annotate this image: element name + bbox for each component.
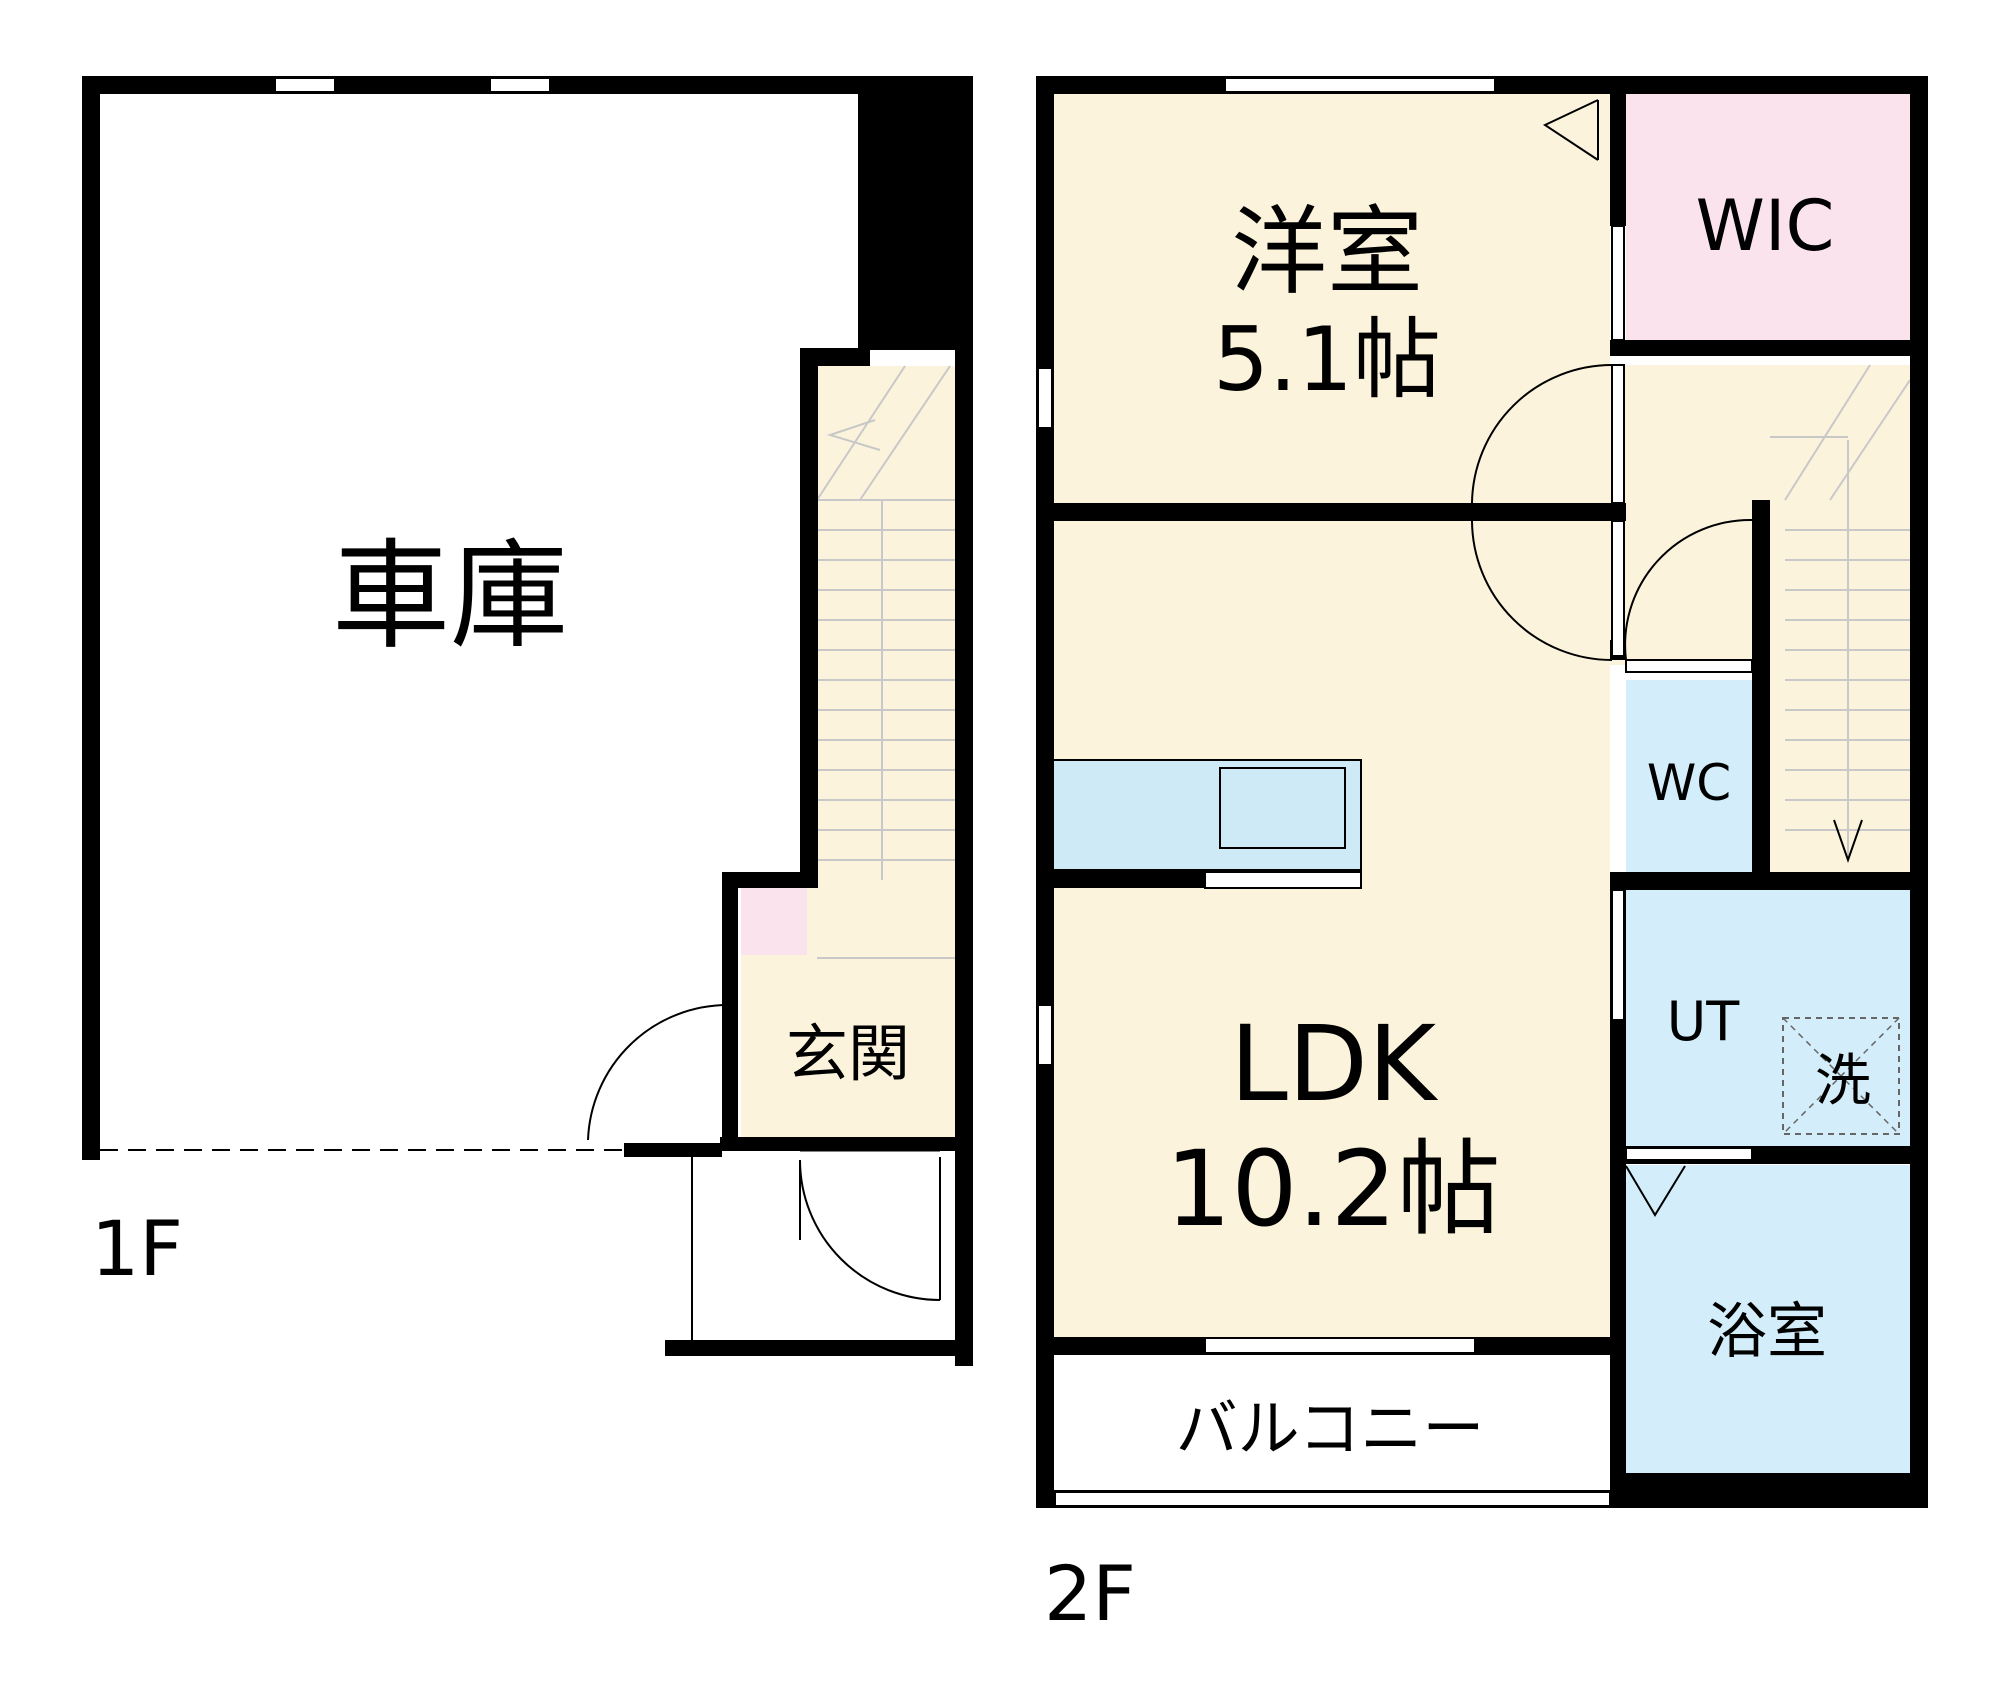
ut-label: UT [1667, 990, 1741, 1053]
bath-door-mark [1625, 1165, 1686, 1217]
wc-door-swing [1624, 518, 1753, 661]
first-floor-plan: 車庫 玄関 1F [82, 76, 973, 1366]
kitchen-sink [1219, 767, 1346, 849]
floor-2f-label: 2F [1044, 1549, 1136, 1638]
ldk-size: 10.2帖 [1165, 1128, 1501, 1250]
bath-door [1625, 1147, 1753, 1161]
wc-label: WC [1647, 754, 1731, 812]
balcony-label: バルコニー [1176, 1392, 1485, 1465]
western-room-fill [1053, 93, 1610, 503]
wic-label: WIC [1696, 185, 1835, 267]
kitchen-ledge [1204, 871, 1362, 889]
stairs-1f [816, 365, 957, 959]
stairs-2f [1770, 364, 1911, 864]
washer-cross [1782, 1017, 1900, 1135]
western-room-size: 5.1帖 [1213, 308, 1441, 411]
ut-door-frame [1611, 889, 1625, 1021]
western-room-door-swing [1471, 364, 1613, 504]
entrance-door-swing [587, 1004, 729, 1141]
bath-fill [1626, 1165, 1910, 1490]
walls-1f [82, 76, 973, 1366]
ldk-fill [1053, 520, 1610, 1342]
window [1224, 77, 1496, 93]
wc-fill [1626, 680, 1752, 872]
balcony-rail [1054, 1491, 1611, 1507]
stair-2f-fill [1770, 500, 1910, 872]
wic-door [1611, 225, 1625, 341]
western-room-door-frame [1611, 364, 1625, 504]
wic-fill [1626, 93, 1910, 346]
ldk-door-swing [1471, 520, 1613, 661]
bath-label: 浴室 [1707, 1297, 1827, 1367]
window [489, 77, 551, 93]
window [1037, 1004, 1053, 1066]
second-floor-plan: 洋室 5.1帖 WIC LDK 10.2帖 WC UT 洗 浴室 バルコニー 2… [1036, 76, 1928, 1638]
ldk-label: LDK [1230, 1003, 1439, 1125]
garage-label: 車庫 [332, 527, 568, 665]
washer-label: 洗 [1815, 1049, 1871, 1114]
floor-1f-label: 1F [91, 1204, 183, 1293]
balcony-window [1204, 1337, 1476, 1354]
window [274, 77, 336, 93]
porch-door-swing [799, 1159, 941, 1301]
shoe-cabinet [741, 885, 807, 955]
window [1037, 367, 1053, 429]
western-room-label: 洋室 [1231, 196, 1423, 308]
wc-door [1625, 659, 1753, 673]
closet-door-mark [1542, 99, 1599, 161]
ldk-door-frame [1611, 520, 1625, 657]
entrance-label: 玄関 [786, 1017, 910, 1090]
stair-area-fill [817, 366, 957, 958]
